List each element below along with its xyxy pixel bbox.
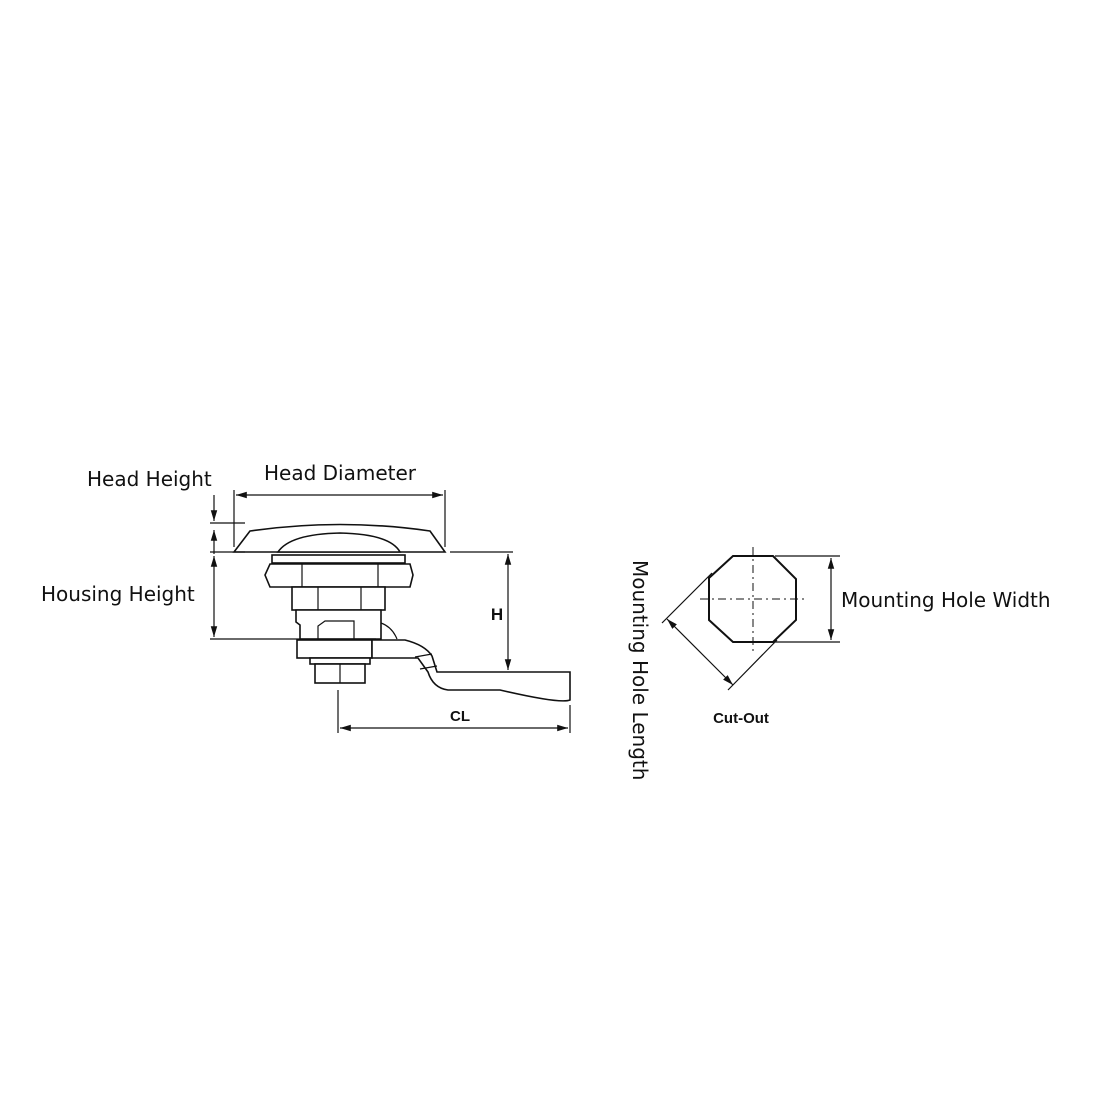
lock-body [291, 586, 386, 611]
hex-nut [264, 563, 414, 588]
h-label: H [491, 605, 503, 624]
washer [271, 554, 406, 564]
lock-housing [295, 609, 382, 640]
mounting-hole-width-label: Mounting Hole Width [841, 588, 1051, 612]
cl-label: CL [450, 708, 470, 725]
head-height-label: Head Height [87, 467, 212, 491]
cut-out-view [661, 547, 840, 691]
cam-lever [371, 639, 571, 702]
cut-out-octagon [708, 555, 797, 643]
lock-side-view [210, 490, 571, 733]
knurled-ring [309, 657, 371, 665]
cam-plate [296, 639, 373, 659]
mounting-hole-length-label: Mounting Hole Length [628, 560, 652, 780]
mounting-hole-length-dimension [666, 618, 734, 686]
head-diameter-label: Head Diameter [264, 461, 417, 485]
cut-out-label: Cut-Out [713, 710, 769, 727]
housing-height-label: Housing Height [41, 582, 195, 606]
lock-dome [276, 532, 402, 553]
